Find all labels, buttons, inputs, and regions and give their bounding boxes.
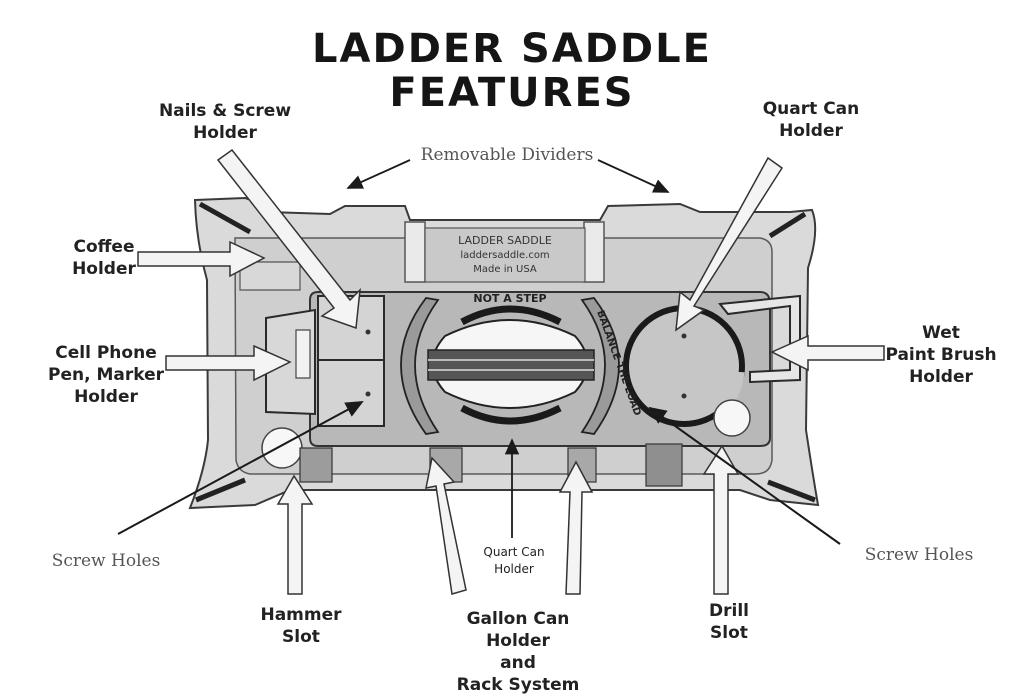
arrow-gallon-left <box>425 456 467 595</box>
label-hammer-slot: Hammer Slot <box>260 605 342 647</box>
stamp-origin: Made in USA <box>473 264 537 275</box>
label-screw-holes-left: Screw Holes <box>51 551 161 571</box>
label-drill-slot: Drill Slot <box>709 601 749 643</box>
arrow-brush <box>770 334 885 372</box>
label-wet-paint-brush-holder: Wet Paint Brush Holder <box>885 323 997 387</box>
gallon-can-arc-left <box>400 297 440 435</box>
arrow-screw-right <box>648 406 841 545</box>
coffee-holder <box>239 261 301 291</box>
label-nails-screw-holder: Nails & Screw Holder <box>158 101 292 143</box>
screw-hole-left <box>261 427 303 469</box>
label-removable-dividers: Removable Dividers <box>420 145 594 165</box>
arrow-hammer <box>276 474 314 595</box>
arrow-nails <box>216 148 361 330</box>
title-line-1: LADDER SADDLE <box>312 26 712 72</box>
hammer-slot <box>299 447 333 483</box>
arrow-coffee <box>137 240 266 278</box>
removable-divider-right <box>583 221 605 283</box>
label-gallon-can-holder: Gallon Can Holder and Rack System <box>456 609 580 695</box>
label-screw-holes-right: Screw Holes <box>864 545 974 565</box>
callout-arrows <box>137 148 885 595</box>
stamp-brand: LADDER SADDLE <box>458 234 552 247</box>
screw-hole-right <box>713 399 751 437</box>
label-coffee-holder: Coffee Holder <box>72 237 136 279</box>
rack-bars <box>427 349 595 381</box>
label-quart-can-holder-top: Quart Can Holder <box>762 99 860 141</box>
arrow-cellphone <box>165 344 292 382</box>
arrow-screw-left <box>117 401 364 535</box>
arrow-divider-left <box>346 159 411 189</box>
wet-paint-brush-holder <box>718 294 801 384</box>
removable-divider-left <box>404 221 426 283</box>
gallon-can-arc-right <box>580 297 620 435</box>
brand-plate <box>424 227 586 283</box>
drill-slot <box>645 443 683 487</box>
stamp-not-a-step: NOT A STEP <box>473 292 546 305</box>
title-line-2: FEATURES <box>389 70 635 116</box>
arrow-divider-right <box>597 159 670 193</box>
label-quart-can-holder-bottom: Quart Can Holder <box>483 545 545 576</box>
arrow-drill <box>702 444 740 595</box>
arrow-gallon-right <box>558 460 594 595</box>
label-cell-phone-holder: Cell Phone Pen, Marker Holder <box>47 343 164 407</box>
stamp-website: laddersaddle.com <box>460 250 549 261</box>
arrow-quart-top <box>675 156 784 332</box>
